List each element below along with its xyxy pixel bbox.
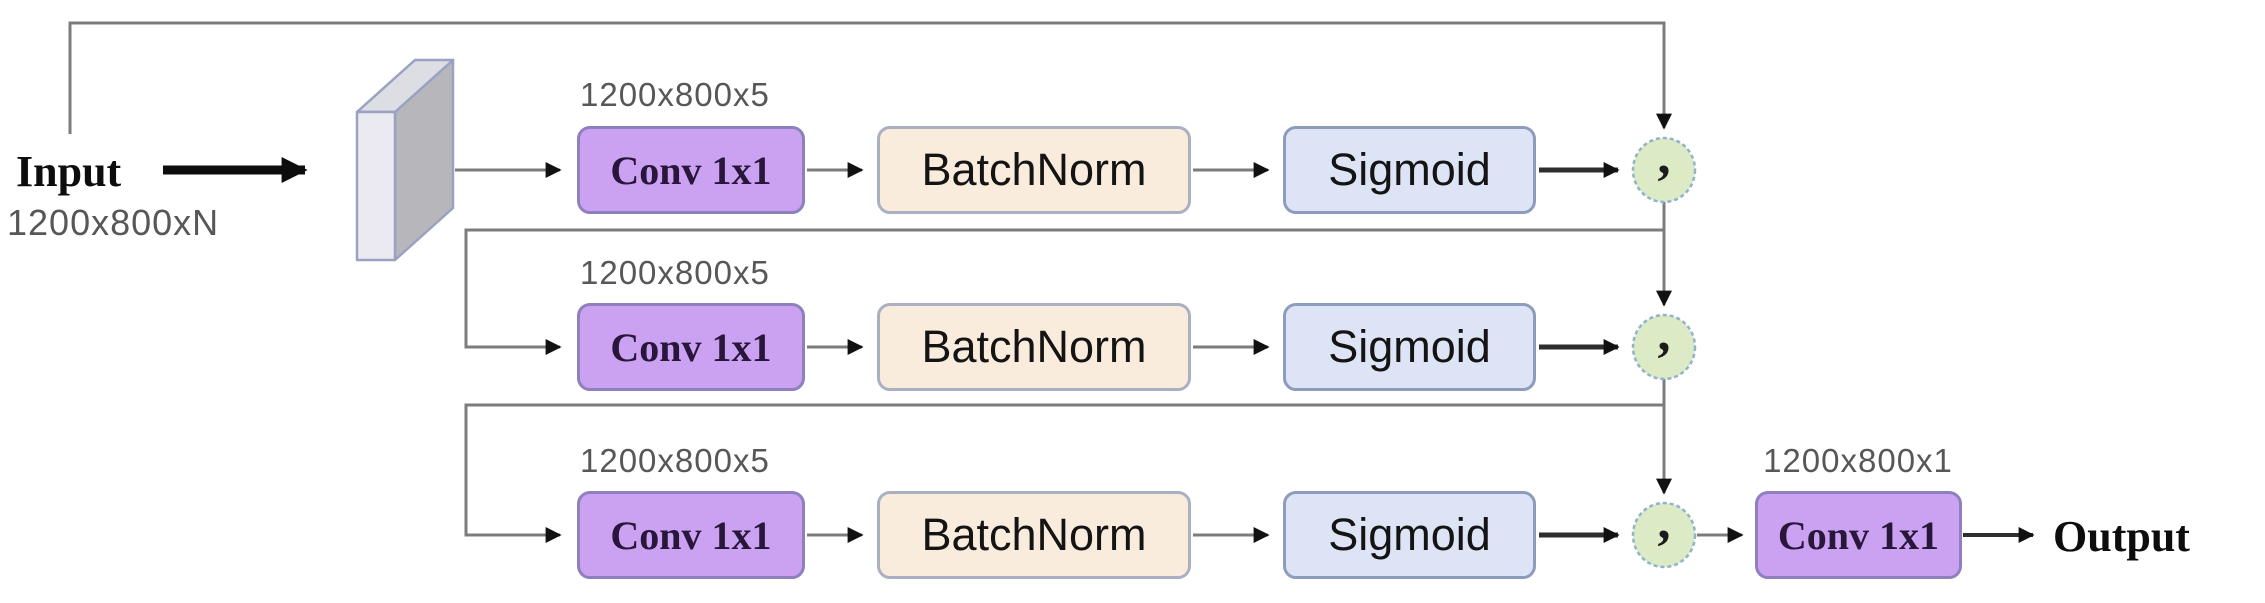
branch1-sigmoid-block: Sigmoid [1283, 126, 1536, 214]
branch2-batchnorm-label: BatchNorm [921, 321, 1147, 372]
branch2-conv-block: Conv 1x1 [577, 303, 805, 391]
concat-symbol-3: , [1657, 492, 1671, 550]
branch3-conv-label: Conv 1x1 [610, 512, 772, 558]
branch3-dim-label: 1200x800x5 [580, 442, 770, 479]
branch3-conv-block: Conv 1x1 [577, 491, 805, 579]
skip-connection-input-to-concat1 [68, 21, 1672, 134]
wire-loop-to-conv2 [464, 228, 1664, 355]
concat-node-1: , [1633, 128, 1695, 202]
output-label: Output [2053, 512, 2190, 561]
branch2-dim-label: 1200x800x5 [580, 254, 770, 291]
branch2-conv-label: Conv 1x1 [610, 324, 772, 370]
branch1-conv-block: Conv 1x1 [577, 126, 805, 214]
branch1-conv-label: Conv 1x1 [610, 147, 772, 193]
branch1-batchnorm-label: BatchNorm [921, 144, 1147, 195]
branch3-batchnorm-label: BatchNorm [921, 509, 1147, 560]
final-conv-dim-label: 1200x800x1 [1763, 442, 1953, 479]
concat-symbol-2: , [1657, 304, 1671, 362]
branch2-sigmoid-label: Sigmoid [1328, 321, 1491, 372]
wire-loop-to-conv3 [464, 403, 1664, 543]
concat-node-2: , [1633, 305, 1695, 379]
final-conv-label: Conv 1x1 [1777, 512, 1940, 558]
branch2-batchnorm-block: BatchNorm [877, 303, 1191, 391]
concat-symbol-1: , [1657, 127, 1671, 185]
concat-node-1-circle [1631, 136, 1697, 204]
branch3-batchnorm-block: BatchNorm [877, 491, 1191, 579]
branch1-sigmoid-label: Sigmoid [1328, 144, 1491, 195]
branch3-sigmoid-block: Sigmoid [1283, 491, 1536, 579]
branch2-sigmoid-block: Sigmoid [1283, 303, 1536, 391]
branch3-sigmoid-label: Sigmoid [1328, 509, 1491, 560]
branch1-batchnorm-block: BatchNorm [877, 126, 1191, 214]
concat-node-3: , [1633, 493, 1695, 567]
input-dim-label: 1200x800xN [7, 202, 220, 243]
feature-slab-icon [355, 58, 455, 262]
branch1-dim-label: 1200x800x5 [580, 76, 770, 113]
final-conv-block: Conv 1x1 [1755, 491, 1962, 579]
concat-node-3-circle [1631, 501, 1697, 569]
input-label: Input [16, 147, 122, 196]
concat-node-2-circle [1631, 313, 1697, 381]
